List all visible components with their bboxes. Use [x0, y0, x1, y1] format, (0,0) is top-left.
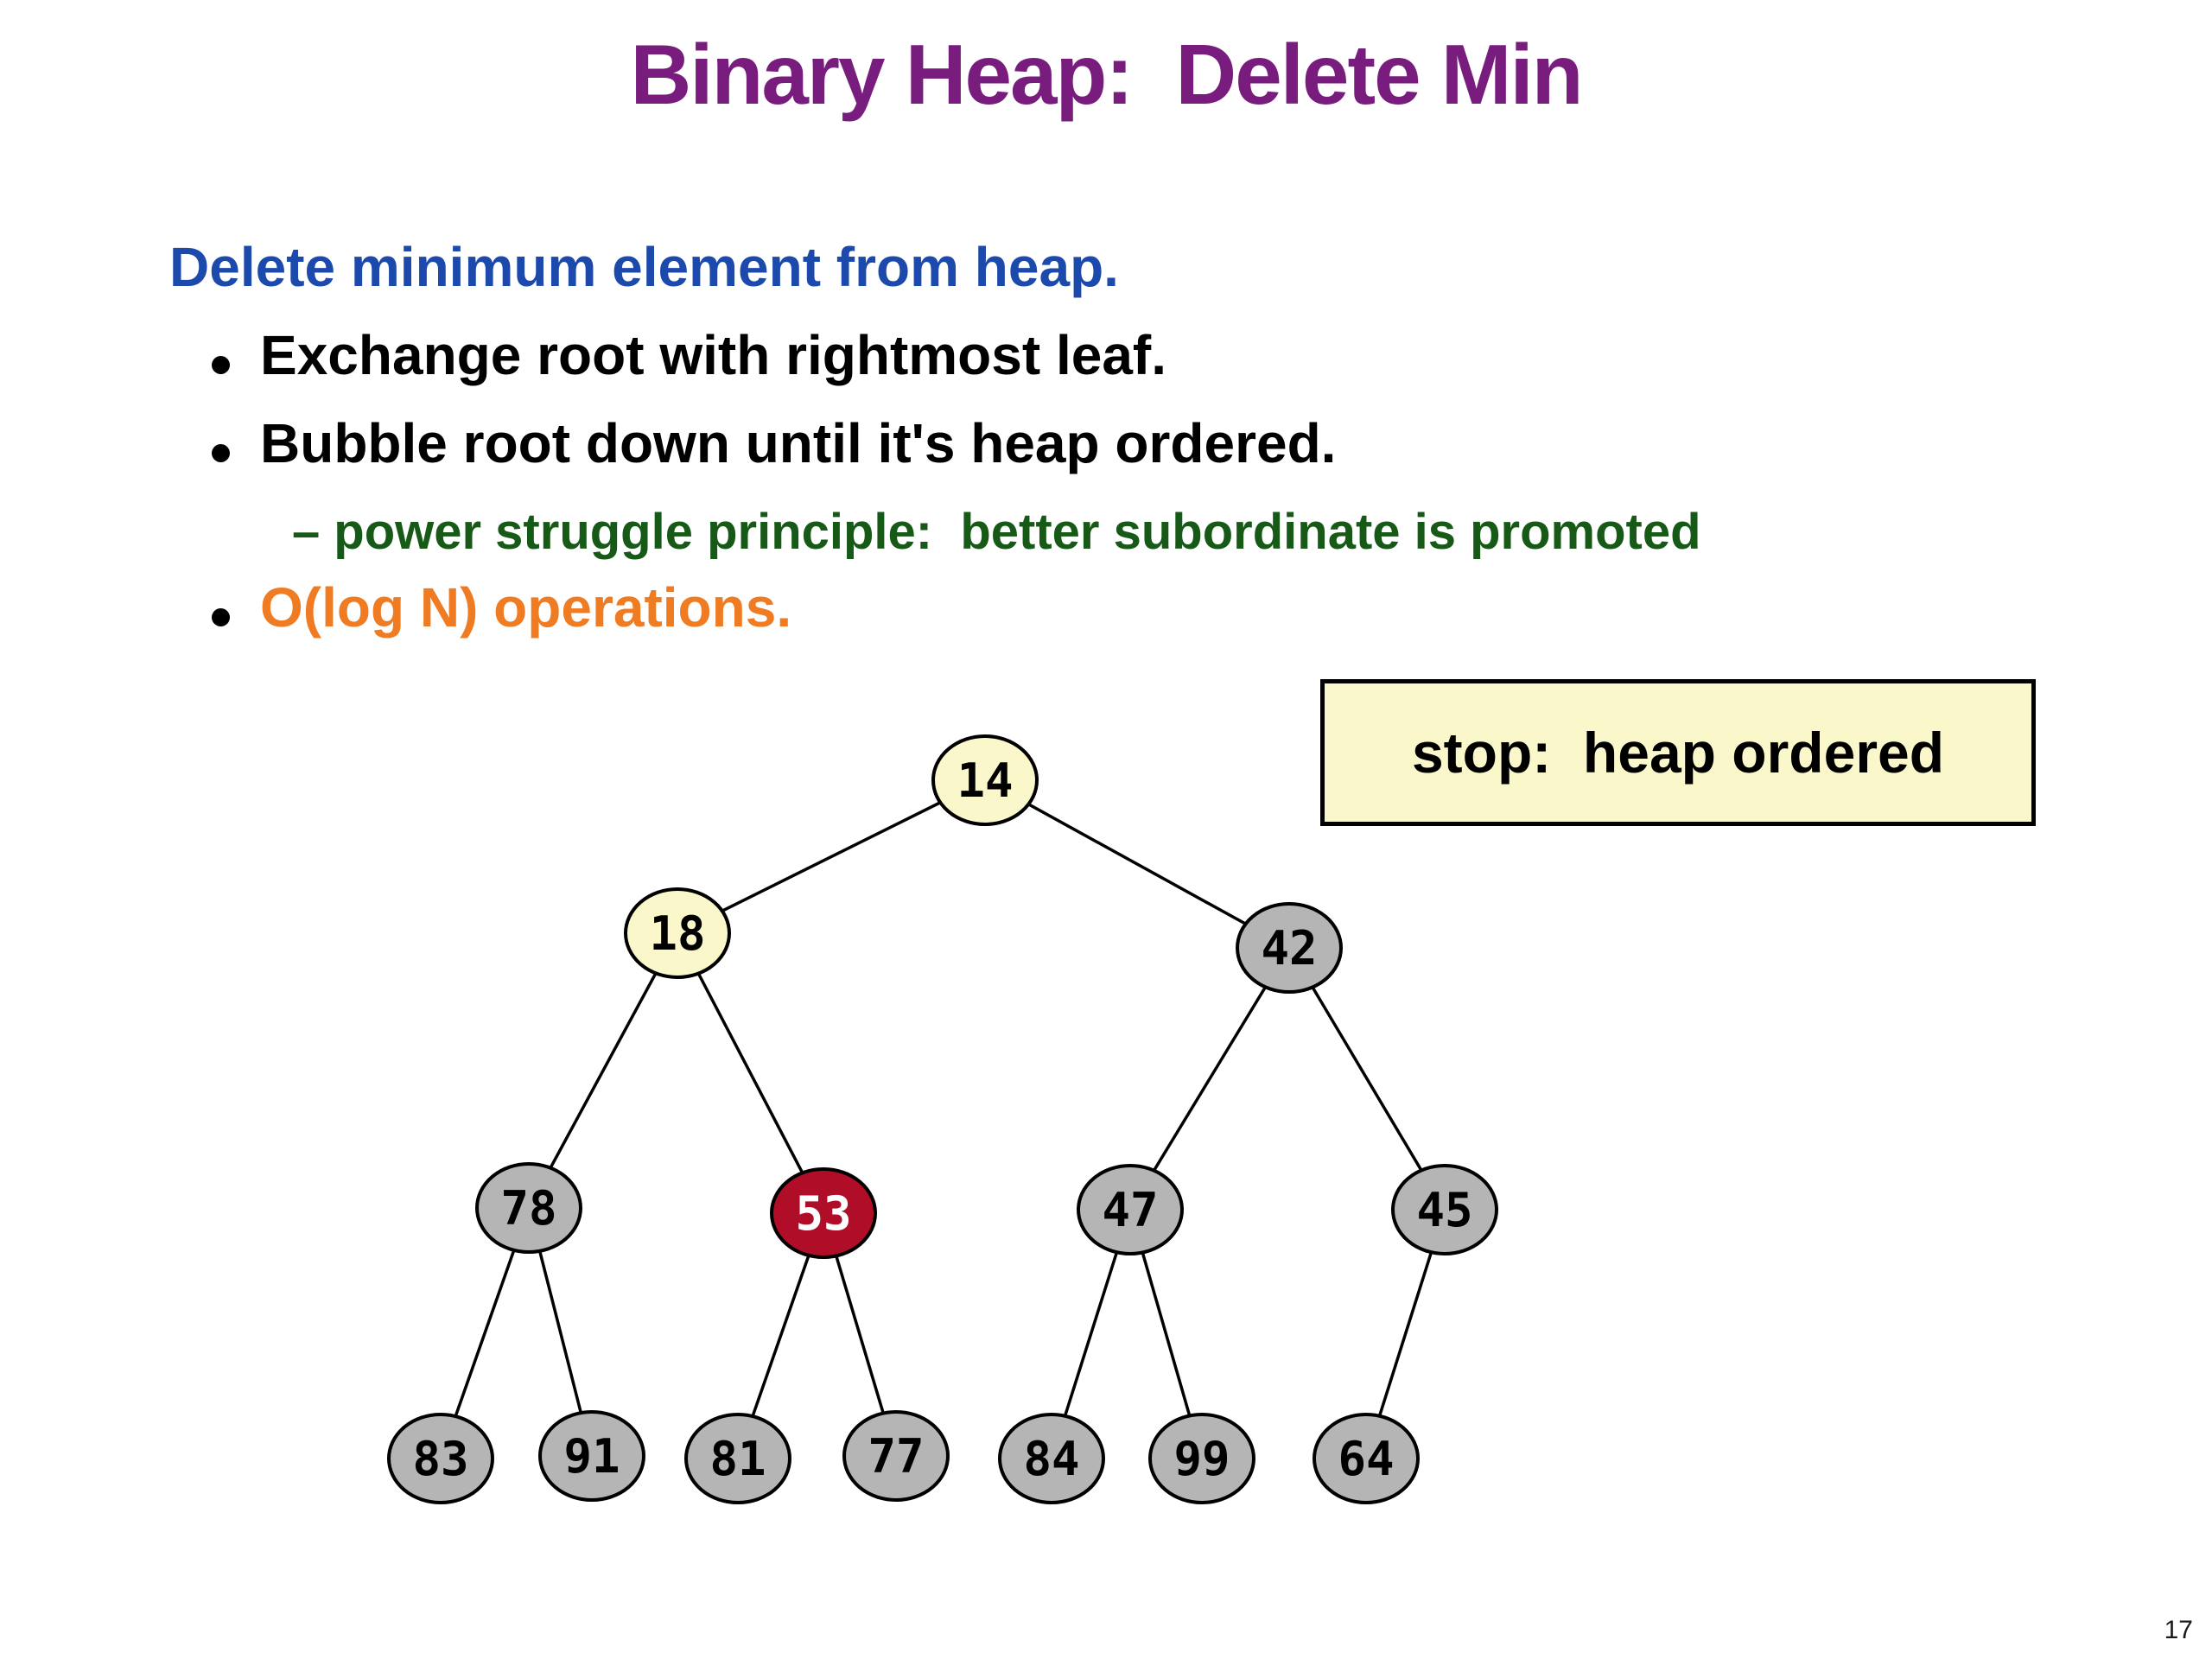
tree-node-47: 47: [1077, 1164, 1184, 1255]
tree-edge-42-45: [1287, 947, 1446, 1211]
text-line-label: power struggle principle: better subordi…: [334, 504, 1701, 560]
tree-node-label: 18: [649, 906, 705, 961]
tree-node-circle: [684, 1413, 791, 1504]
tree-node-label: 47: [1102, 1183, 1158, 1237]
text-line-label: O(log N) operations.: [260, 576, 792, 639]
slide-title: Binary Heap: Delete Min: [630, 27, 1583, 122]
tree-node-14: 14: [931, 734, 1039, 826]
tree-node-42: 42: [1236, 902, 1343, 994]
tree-node-91: 91: [538, 1410, 645, 1502]
bullet-icon: [212, 355, 230, 374]
tree-node-circle: [998, 1413, 1105, 1504]
body-text: Delete minimum element from heap. Exchang…: [0, 0, 2212, 743]
tree-node-circle: [1077, 1164, 1184, 1255]
text-line-label: Exchange root with rightmost leaf.: [260, 324, 1166, 386]
tree-edge-14-42: [984, 779, 1290, 950]
tree-node-99: 99: [1148, 1413, 1255, 1504]
tree-edge-18-53: [676, 932, 825, 1214]
tree-node-45: 45: [1391, 1164, 1498, 1255]
tree-node-circle: [538, 1410, 645, 1502]
tree-node-circle: [931, 734, 1039, 826]
tree-node-circle: [1391, 1164, 1498, 1255]
tree-node-label: 77: [868, 1429, 924, 1484]
tree-node-circle: [1313, 1413, 1420, 1504]
tree-node-circle: [1236, 902, 1343, 994]
bullet-icon: [212, 607, 230, 626]
tree-node-label: 81: [709, 1432, 766, 1486]
tree-node-label: 14: [957, 753, 1013, 808]
stop-callout: stop: heap ordered: [1320, 679, 2036, 826]
tree-node-circle: [770, 1167, 877, 1259]
tree-node-circle: [475, 1162, 582, 1254]
tree-node-18: 18: [624, 887, 731, 979]
text-line-4: O(log N) operations.: [212, 575, 791, 639]
page-number: 17: [2164, 1616, 2193, 1644]
tree-node-label: 91: [563, 1429, 620, 1484]
tree-edge-18-78: [527, 932, 679, 1209]
tree-node-circle: [842, 1410, 950, 1502]
tree-node-label: 42: [1261, 921, 1317, 976]
tree-node-83: 83: [387, 1413, 494, 1504]
text-line-label: Delete minimum element from heap.: [169, 236, 1119, 298]
tree-node-label: 83: [412, 1432, 468, 1486]
tree-node-64: 64: [1313, 1413, 1420, 1504]
tree-node-circle: [387, 1413, 494, 1504]
text-line-label: Bubble root down until it's heap ordered…: [260, 412, 1337, 474]
tree-edge-42-47: [1128, 947, 1291, 1211]
tree-node-circle: [1148, 1413, 1255, 1504]
text-line-2: Bubble root down until it's heap ordered…: [212, 411, 1336, 475]
dash-icon: –: [292, 504, 321, 560]
tree-node-label: 84: [1023, 1432, 1079, 1486]
tree-node-label: 45: [1416, 1183, 1472, 1237]
tree-node-77: 77: [842, 1410, 950, 1502]
tree-node-81: 81: [684, 1413, 791, 1504]
tree-node-label: 53: [795, 1186, 851, 1241]
text-line-0: Delete minimum element from heap.: [169, 235, 1119, 299]
tree-edge-14-18: [677, 779, 986, 935]
stop-callout-label: stop: heap ordered: [1411, 721, 1945, 785]
tree-node-circle: [624, 887, 731, 979]
tree-node-label: 99: [1173, 1432, 1230, 1486]
tree-node-53: 53: [770, 1167, 877, 1259]
bullet-icon: [212, 443, 230, 462]
tree-node-84: 84: [998, 1413, 1105, 1504]
tree-node-label: 78: [500, 1181, 556, 1236]
tree-node-label: 64: [1338, 1432, 1394, 1486]
text-line-1: Exchange root with rightmost leaf.: [212, 323, 1166, 387]
text-line-3: –power struggle principle: better subord…: [292, 503, 1701, 561]
tree-node-78: 78: [475, 1162, 582, 1254]
